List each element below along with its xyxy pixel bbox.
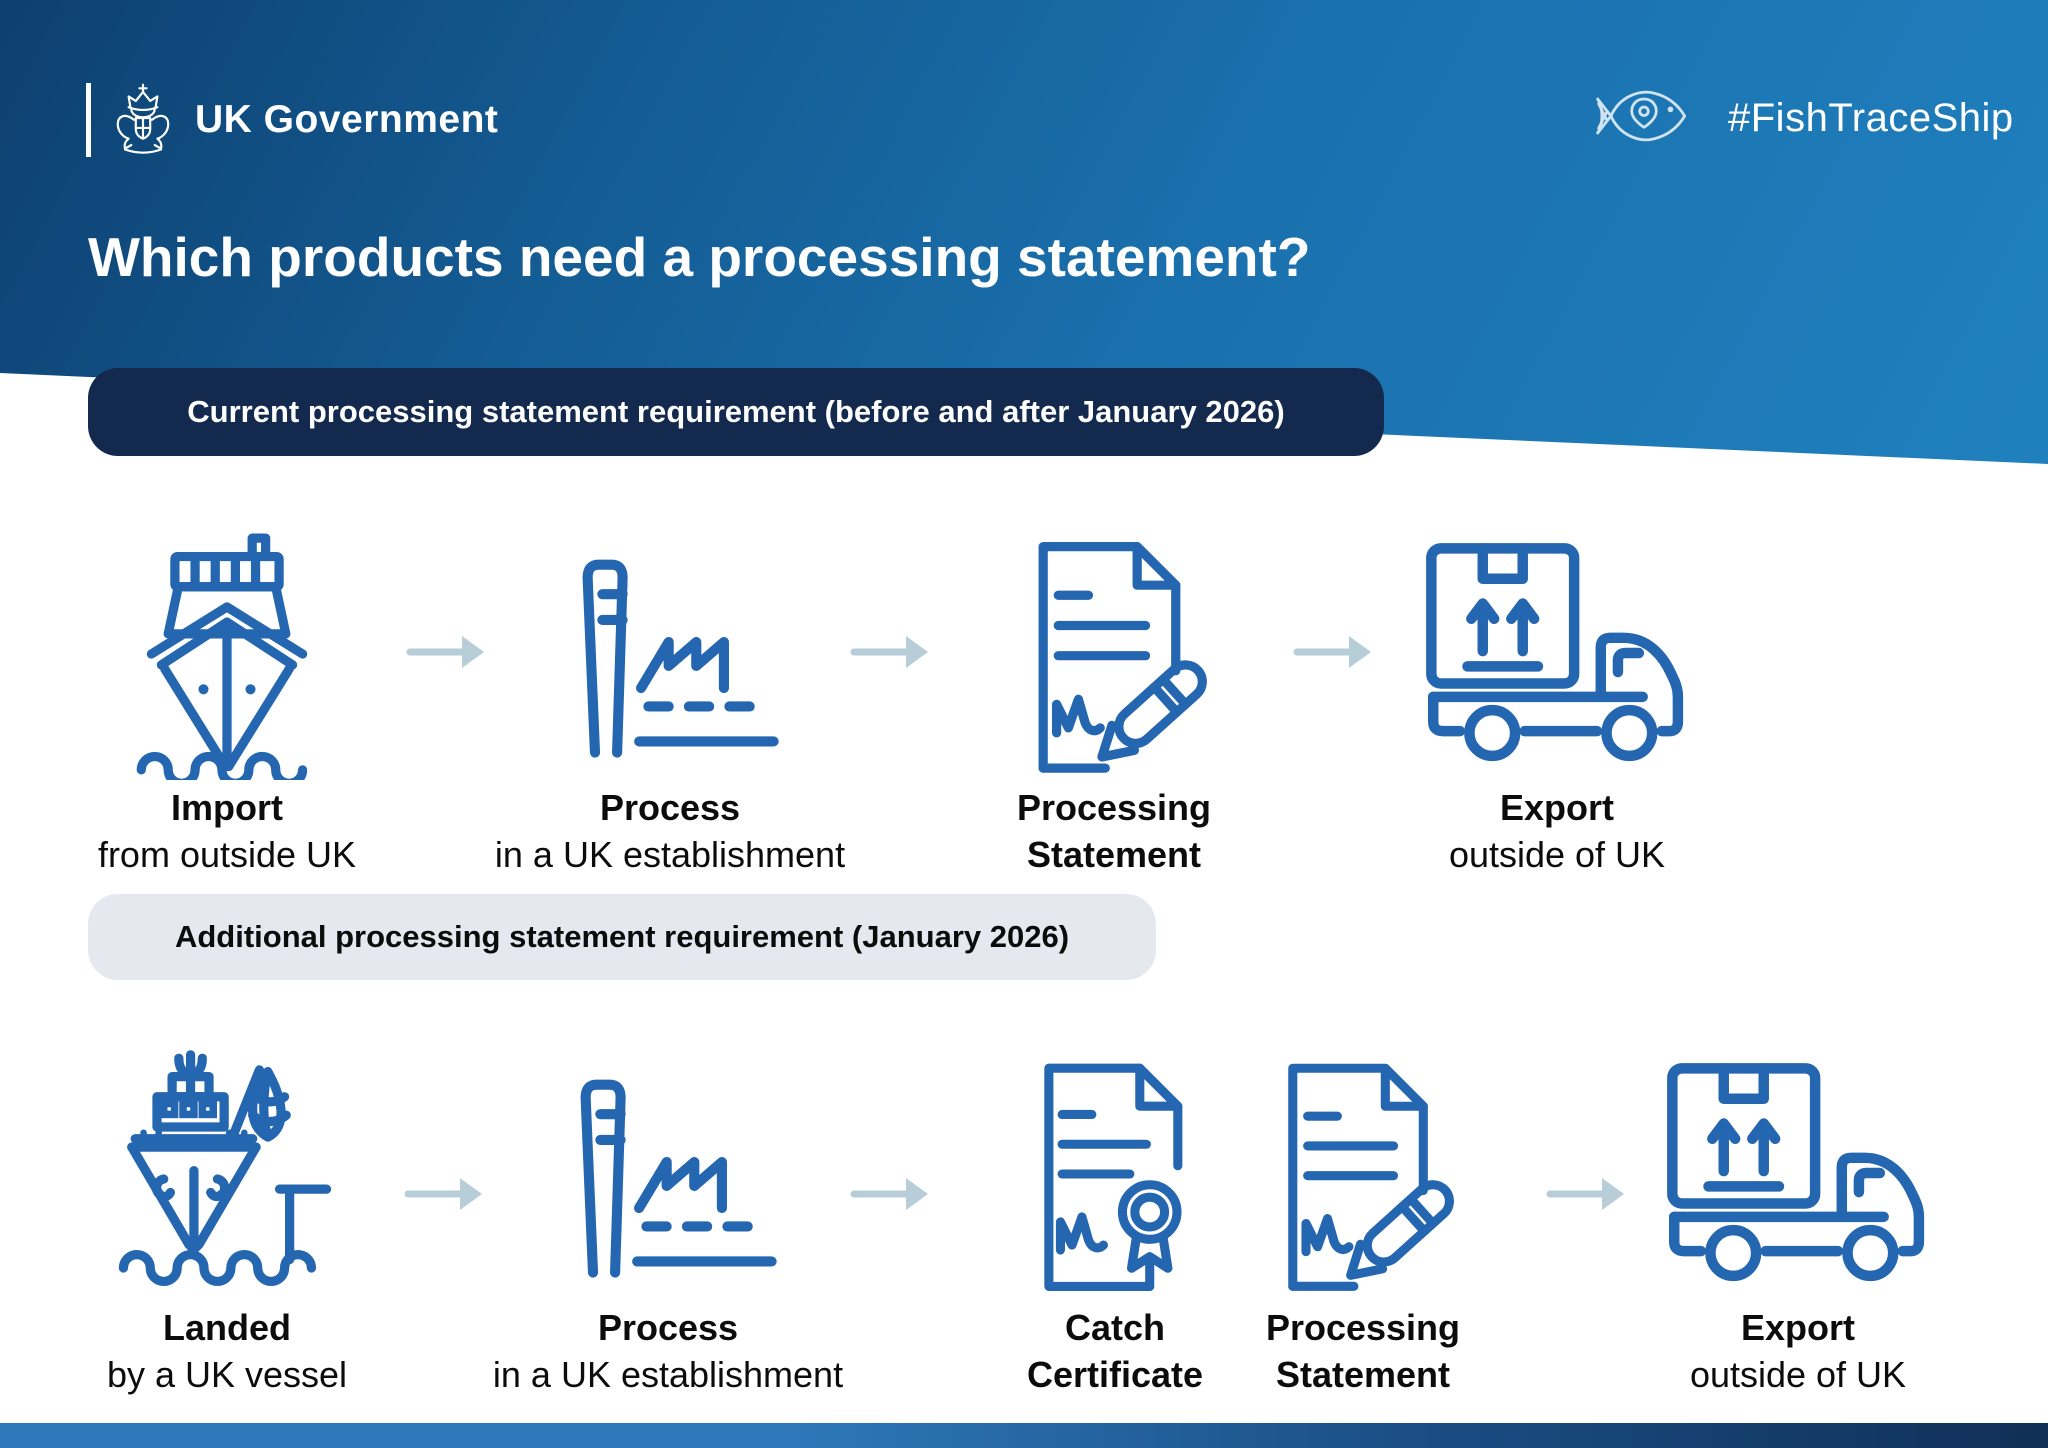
flow-arrow-icon [404,1178,482,1210]
step-label: Landed by a UK vessel [106,1307,348,1395]
step-export: Export outside of UK [1578,1048,2018,1398]
step-catch-certificate: Catch Certificate [990,1048,1240,1398]
banner-additional-requirement: Additional processing statement requirem… [88,894,1156,980]
step-label: Catch Certificate [1026,1307,1204,1395]
export-truck-icon [1414,528,1700,780]
cargo-ship-icon [126,528,328,780]
catch-certificate-icon [1024,1048,1206,1300]
factory-icon [558,1048,779,1300]
campaign-badge: #FishTraceShip [1592,78,2014,158]
flow-arrow-icon [1293,636,1371,668]
step-import: Import from outside UK [7,528,447,878]
step-label: Processing Statement [1265,1307,1461,1395]
logo-divider-bar [86,83,91,157]
banner-current-requirement: Current processing statement requirement… [88,368,1384,456]
page-title: Which products need a processing stateme… [88,226,1311,288]
step-process: Process in a UK establishment [450,528,890,878]
logo-text: UK Government [195,98,499,141]
flow-arrow-icon [850,1178,928,1210]
step-export: Export outside of UK [1337,528,1777,878]
step-landed: Landed by a UK vessel [7,1048,447,1398]
step-label: Import from outside UK [97,787,357,875]
export-truck-icon [1655,1048,1941,1300]
step-label: Export outside of UK [1448,787,1666,875]
flow-arrow-icon [406,636,484,668]
royal-crest-icon [107,80,179,161]
step-process: Process in a UK establishment [448,1048,888,1398]
flow-arrow-icon [850,636,928,668]
fishing-vessel-icon [110,1048,345,1300]
uk-government-logo: UK Government [86,82,498,158]
step-processing-statement: Processing Statement [894,528,1334,878]
processing-statement-icon [1018,528,1211,780]
flow-arrow-icon [1546,1178,1624,1210]
factory-icon [560,528,781,780]
step-label: Process in a UK establishment [492,1307,844,1395]
processing-statement-icon [1268,1048,1458,1300]
fish-location-pin-icon [1592,78,1696,159]
step-label: Export outside of UK [1689,1307,1907,1395]
step-label: Processing Statement [1016,787,1212,875]
step-label: Process in a UK establishment [494,787,846,875]
campaign-hashtag: #FishTraceShip [1728,95,2014,140]
step-processing-statement: Processing Statement [1238,1048,1488,1398]
footer-bar [0,1423,2048,1448]
